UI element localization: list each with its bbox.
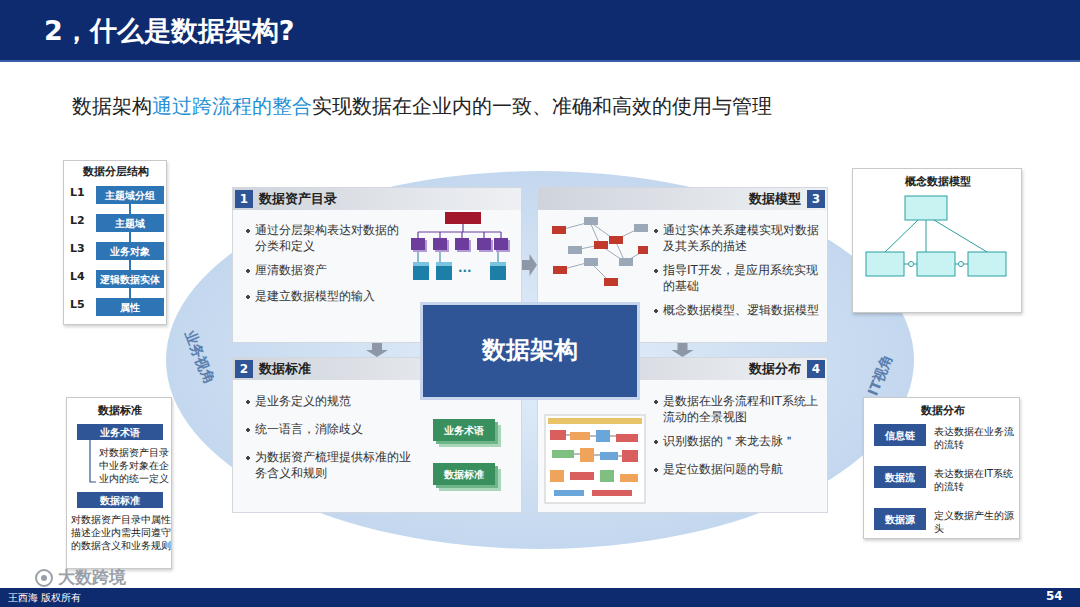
node-text: 表达数据在业务流的流转 bbox=[934, 425, 1018, 451]
subtitle-text: 实现数据在企业内的一致、准确和高效的使用与管理 bbox=[312, 94, 772, 118]
box-label: 数据架构 bbox=[482, 335, 578, 366]
info-card: 概念数据模型 bbox=[852, 168, 1022, 313]
box-label: 业务对象 bbox=[110, 245, 150, 258]
model-thumbnail bbox=[552, 217, 648, 286]
bullet-text: 为数据资产梳理提供标准的业务含义和规则 bbox=[245, 450, 413, 481]
node-text: 数据标准 bbox=[67, 404, 173, 418]
bullet-text: 识别数据的＂来龙去脉＂ bbox=[653, 434, 825, 450]
level-label: L5 bbox=[70, 298, 85, 312]
node-text: 数据分布 bbox=[691, 361, 801, 378]
box-label: 数据标准 bbox=[444, 468, 484, 481]
link-line bbox=[129, 260, 131, 270]
stack-box: 数据标准 bbox=[433, 463, 495, 485]
node-text: 对数据资产目录中属性描述企业内需共同遵守的数据含义和业务规则 bbox=[71, 513, 171, 552]
level-label: L4 bbox=[70, 270, 85, 284]
bullet-text: 是建立数据模型的输入 bbox=[245, 289, 410, 305]
box-label: 数据源 bbox=[885, 513, 915, 526]
bullet-text: 是定位数据问题的导航 bbox=[653, 462, 825, 478]
info-card: 数据标准对数据资产目录中业务对象在企业内的统一定义对数据资产目录中属性描述企业内… bbox=[66, 397, 172, 569]
box-label: 属性 bbox=[120, 301, 140, 314]
view-ellipse: 业务视角IT视角1数据资产目录通过分层架构表达对数据的分类和定义厘清数据资产是建… bbox=[165, 170, 915, 550]
flow-arrow bbox=[366, 343, 388, 357]
node-text: 定义数据产生的源头 bbox=[934, 509, 1018, 535]
distribution-map bbox=[545, 415, 645, 503]
link-line bbox=[129, 288, 131, 298]
layer-box: 逻辑数据实体 bbox=[96, 270, 164, 288]
box-label: 业务术语 bbox=[100, 426, 140, 439]
bullet-text: 通过实体关系建模实现对数据及其关系的描述 bbox=[653, 223, 825, 254]
node-text: 数据分布 bbox=[864, 404, 1021, 418]
bullet-text: 是数据在业务流程和IT系统上流动的全景视图 bbox=[653, 394, 825, 425]
flow-arrow bbox=[672, 343, 694, 357]
box-label: 主题域 bbox=[115, 217, 145, 230]
node-text: 数据资产目录 bbox=[259, 191, 337, 208]
term-band: 数据标准 bbox=[77, 492, 163, 508]
callout-number: 1 bbox=[235, 190, 253, 208]
term-band: 数据流 bbox=[874, 466, 926, 488]
footer-text: 54 bbox=[1046, 589, 1063, 605]
bracket-line bbox=[90, 439, 96, 482]
box-label: 数据流 bbox=[885, 471, 915, 484]
footer-text: ... bbox=[458, 261, 472, 277]
bullet-text: 概念数据模型、逻辑数据模型 bbox=[653, 303, 825, 319]
node-text: 概念数据模型 bbox=[853, 175, 1023, 189]
bullet-text: 厘清数据资产 bbox=[245, 263, 410, 279]
layer-box: 主题域分组 bbox=[96, 186, 164, 204]
level-label: L1 bbox=[70, 186, 85, 200]
callout-number: 3 bbox=[807, 190, 825, 208]
node-text: 表达数据在IT系统的流转 bbox=[934, 467, 1018, 493]
bullet-text: 指导IT开发，是应用系统实现的基础 bbox=[653, 263, 825, 294]
node-text: 数据模型 bbox=[691, 191, 801, 208]
catalog-tree bbox=[411, 212, 510, 280]
link-line bbox=[129, 232, 131, 242]
node-text: 数据分层结构 bbox=[64, 165, 168, 179]
box-label: 逻辑数据实体 bbox=[100, 273, 160, 286]
node-text: 对数据资产目录中业务对象在企业内的统一定义 bbox=[99, 446, 171, 485]
info-card: 数据分布表达数据在业务流的流转表达数据在IT系统的流转定义数据产生的源头 信息链数… bbox=[863, 397, 1020, 539]
term-band: 业务术语 bbox=[77, 424, 163, 440]
callout-number: 2 bbox=[235, 360, 253, 378]
core-box: 数据架构 bbox=[420, 302, 640, 400]
node-text: 数据标准 bbox=[259, 361, 311, 378]
bullet-text: 是业务定义的规范 bbox=[245, 394, 413, 410]
flow-arrow bbox=[522, 254, 537, 276]
box-label: 主题域分组 bbox=[105, 189, 155, 202]
subtitle-line: 数据架构通过跨流程的整合实现数据在企业内的一致、准确和高效的使用与管理 bbox=[72, 93, 772, 119]
layer-box: 业务对象 bbox=[96, 242, 164, 260]
callout-number: 4 bbox=[807, 360, 825, 378]
link-line bbox=[129, 204, 131, 214]
concept-model bbox=[866, 196, 1006, 276]
box-label: 业务术语 bbox=[444, 424, 484, 437]
bullet-text: 通过分层架构表达对数据的分类和定义 bbox=[245, 223, 410, 254]
layer-box: 主题域 bbox=[96, 214, 164, 232]
level-label: L3 bbox=[70, 242, 85, 256]
box-label: 信息链 bbox=[885, 429, 915, 442]
level-label: L2 bbox=[70, 214, 85, 228]
box-label: 数据标准 bbox=[100, 494, 140, 507]
bullet-text: 统一语言，消除歧义 bbox=[245, 422, 413, 438]
term-band: 数据源 bbox=[874, 508, 926, 530]
highlight-text: 通过跨流程的整合 bbox=[152, 94, 312, 118]
term-band: 信息链 bbox=[874, 424, 926, 446]
stack-box: 业务术语 bbox=[433, 419, 495, 441]
layer-box: 属性 bbox=[96, 298, 164, 316]
page-title: 2，什么是数据架构? bbox=[44, 13, 294, 48]
footer-text: 王西海 版权所有 bbox=[8, 591, 81, 604]
watermark: 大数跨境 bbox=[58, 566, 126, 588]
subtitle-text: 数据架构 bbox=[72, 94, 152, 118]
